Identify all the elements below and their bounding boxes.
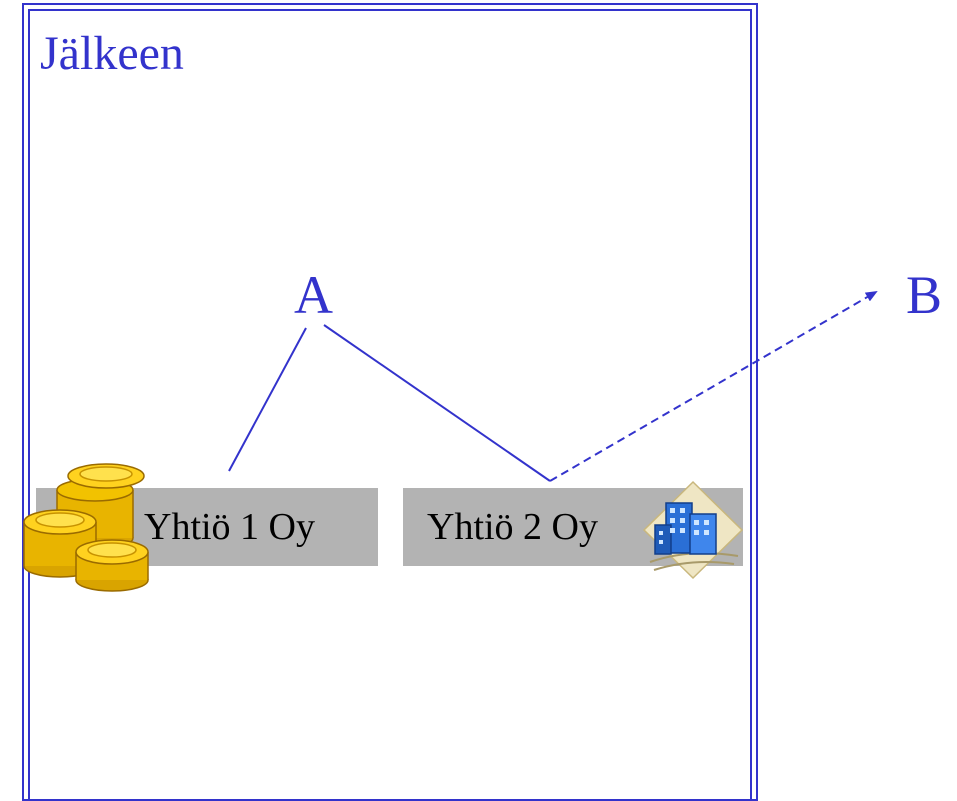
node-b-label: B — [906, 265, 943, 325]
slide-title: Jälkeen — [40, 27, 184, 80]
node-a-label: A — [294, 265, 333, 325]
link-a-to-company-1 — [228, 327, 307, 472]
company-2-label: Yhtiö 2 Oy — [427, 506, 598, 548]
link-company-2-to-b — [549, 290, 878, 482]
company-1-label: Yhtiö 1 Oy — [144, 506, 315, 548]
slide-frame-inner — [28, 9, 752, 799]
link-a-to-company-2 — [323, 324, 551, 482]
